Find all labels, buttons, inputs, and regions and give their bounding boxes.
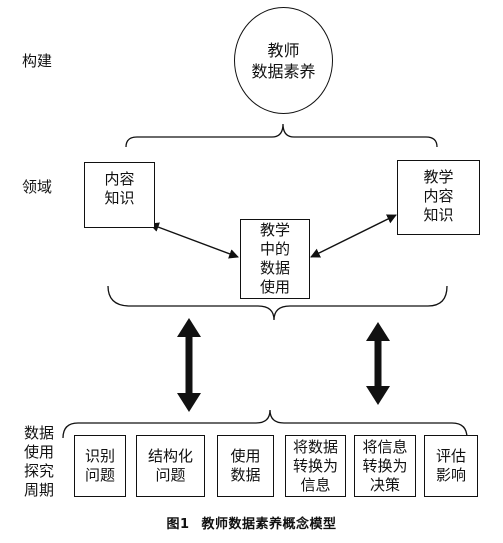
row-label-construct: 构建 bbox=[22, 52, 53, 70]
figure-title: 教师数据素养概念模型 bbox=[201, 517, 337, 532]
thick-arrow-left bbox=[177, 318, 201, 412]
arrow-content-to-datause bbox=[149, 222, 239, 259]
step-identify-problem: 识别 问题 bbox=[74, 435, 126, 497]
row-label-domain: 领域 bbox=[22, 178, 53, 196]
step-evaluate-impact: 评估 影响 bbox=[424, 435, 478, 497]
row-label-inquiry-cycle: 数据 使用 探究 周期 bbox=[24, 424, 55, 499]
figure-caption: 图1 教师数据素养概念模型 bbox=[0, 513, 503, 532]
node-pedagogical-content-knowledge: 教学 内容 知识 bbox=[397, 160, 480, 235]
bottom-brace bbox=[62, 409, 468, 439]
node-content-knowledge: 内容 知识 bbox=[84, 162, 155, 228]
step-information-to-decision: 将信息 转换为 决策 bbox=[354, 435, 416, 497]
step-data-to-information: 将数据 转换为 信息 bbox=[285, 435, 346, 497]
node-data-use-in-teaching: 教学 中的 数据 使用 bbox=[240, 219, 310, 299]
arrow-pck-to-datause bbox=[310, 214, 397, 258]
middle-brace bbox=[107, 285, 448, 321]
step-use-data: 使用 数据 bbox=[217, 435, 274, 497]
top-brace bbox=[125, 123, 438, 148]
step-structure-problem: 结构化 问题 bbox=[136, 435, 205, 497]
core-concept-circle: 教师 数据素养 bbox=[234, 7, 333, 114]
thick-arrow-right bbox=[366, 322, 390, 405]
figure-number: 图1 bbox=[166, 517, 190, 532]
